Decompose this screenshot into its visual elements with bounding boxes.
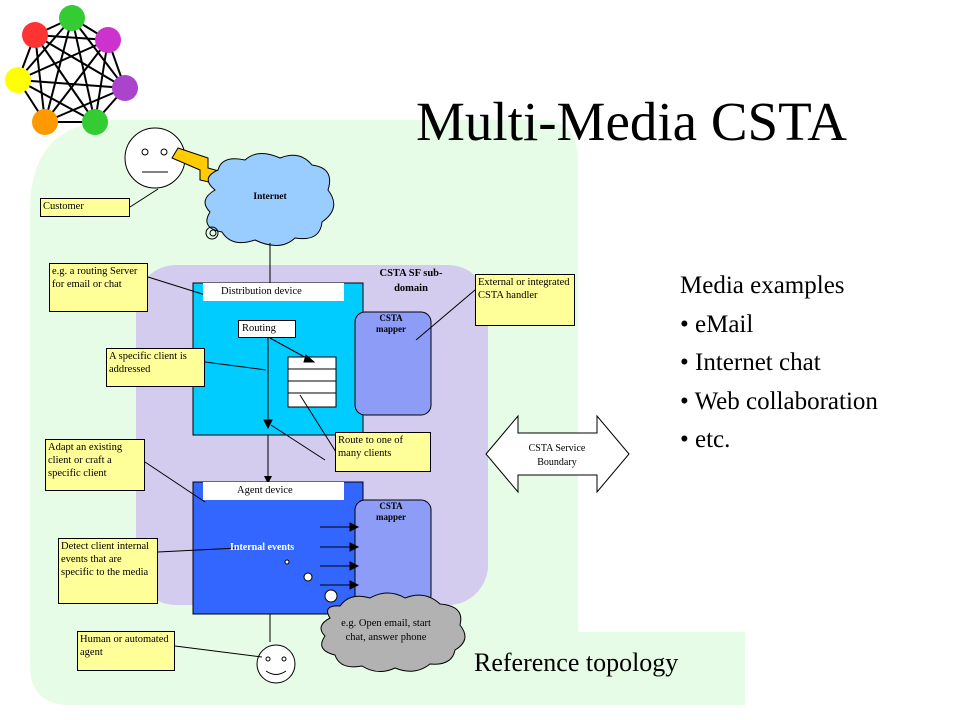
- internet-cloud: [204, 153, 335, 246]
- internet-label: Internet: [253, 192, 287, 202]
- external-handler-note: External or integrated CSTA handler: [475, 274, 575, 326]
- agent-device-label: Agent device: [203, 482, 344, 500]
- molecule-atoms: [5, 5, 138, 135]
- csta-service-boundary-label: CSTA Service Boundary: [528, 443, 586, 468]
- media-examples: Media examples • eMail • Internet chat •…: [680, 267, 950, 460]
- csta-sf-subdomain-label: CSTA SF sub-domain: [379, 268, 443, 294]
- at-symbol-icon: [205, 226, 219, 240]
- media-examples-heading: Media examples: [680, 272, 845, 299]
- agent-face-icon: [256, 644, 296, 684]
- csta-service-boundary-arrow: [485, 414, 630, 494]
- adapt-client-note: Adapt an existing client or craft a spec…: [45, 439, 145, 491]
- distribution-device-label: Distribution device: [203, 283, 344, 301]
- media-item: • Internet chat: [680, 349, 821, 376]
- media-item: • Web collaboration: [680, 387, 878, 415]
- internal-events-label: Internal events: [230, 542, 295, 553]
- routing-server-note: e.g. a routing Server for email or chat: [49, 263, 148, 312]
- distribution-device-box: [192, 282, 364, 436]
- csta-mapper-top-label: CSTA mapper: [376, 313, 406, 334]
- detect-note: Detect client internal events that are s…: [58, 538, 158, 604]
- csta-mapper-bottom-label: CSTA mapper: [376, 501, 406, 522]
- csta-mapper-top-box: [354, 311, 432, 416]
- routing-label: Routing: [238, 320, 296, 338]
- customer-face-icon: [124, 127, 186, 189]
- human-agent-note: Human or automated agent: [77, 631, 175, 671]
- route-note: Route to one of many clients: [335, 432, 431, 472]
- media-item: • etc.: [680, 426, 731, 453]
- page-title: Multi-Media CSTA: [416, 91, 848, 152]
- client-list-icon: [287, 356, 337, 408]
- reference-topology-label: Reference topology: [474, 648, 679, 677]
- event-dot: [303, 572, 313, 582]
- media-item: • eMail: [680, 310, 754, 338]
- customer-label: Customer: [40, 198, 130, 217]
- specific-client-note: A specific client is addressed: [106, 348, 205, 387]
- event-dot: [284, 559, 290, 565]
- cloud-note: e.g. Open email, start chat, answer phon…: [341, 618, 431, 643]
- event-dot: [324, 589, 338, 603]
- action-cloud: [320, 592, 466, 672]
